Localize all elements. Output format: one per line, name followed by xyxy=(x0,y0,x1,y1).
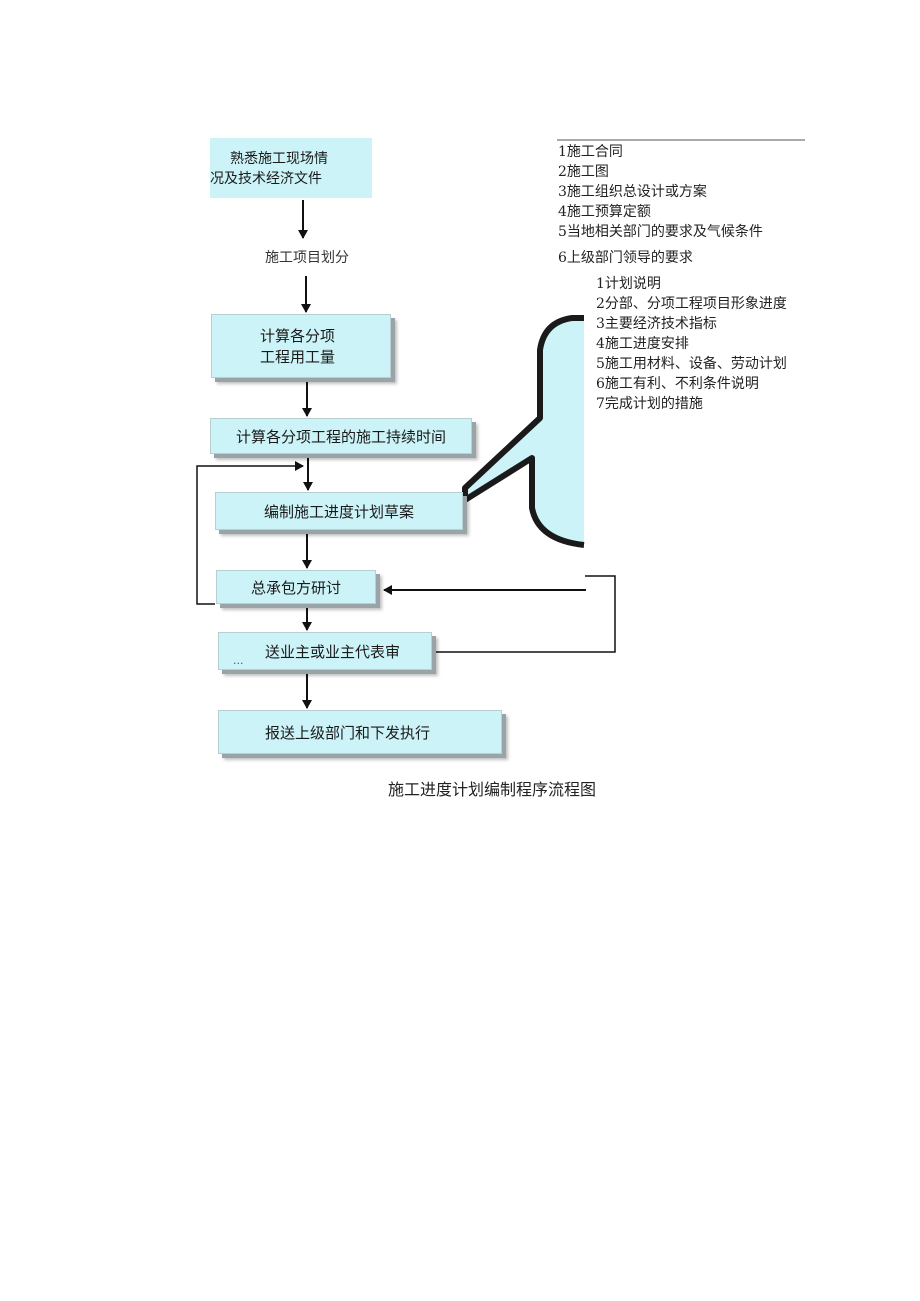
output-item: 2分部、分项工程项目形象进度 xyxy=(596,296,787,312)
step-owner-review: 送业主或业主代表审 ... xyxy=(218,632,432,670)
step-contractor-review: 总承包方研讨 xyxy=(216,570,376,604)
output-item: 6施工有利、不利条件说明 xyxy=(596,376,759,392)
callout-mask xyxy=(586,300,626,560)
feedback-loop-right xyxy=(436,575,616,653)
output-item: 3主要经济技术指标 xyxy=(596,316,717,332)
step-submit-execute: 报送上级部门和下发执行 xyxy=(218,710,502,754)
outputs-list: 1计划说明 2分部、分项工程项目形象进度 3主要经济技术指标 4施工进度安排 5… xyxy=(596,274,787,414)
step-draft-plan: 编制施工进度计划草案 xyxy=(215,492,463,530)
step-submit-execute-label: 报送上级部门和下发执行 xyxy=(265,723,431,742)
step-draft-plan-label: 编制施工进度计划草案 xyxy=(263,502,414,521)
step-contractor-review-label: 总承包方研讨 xyxy=(250,578,341,597)
step-labor-calc: 计算各分项 工程用工量 xyxy=(211,314,391,378)
step-familiarize-line1: 熟悉施工现场情 xyxy=(230,151,328,167)
output-item: 1计划说明 xyxy=(596,276,661,292)
step-duration-calc-label: 计算各分项工程的施工持续时间 xyxy=(235,427,446,446)
input-item: 4施工预算定额 xyxy=(558,204,651,220)
input-item: 3施工组织总设计或方案 xyxy=(558,184,707,200)
callout-shape xyxy=(462,315,585,548)
step-familiarize: 熟悉施工现场情 况及技术经济文件 xyxy=(210,138,372,198)
step-familiarize-line2: 况及技术经济文件 xyxy=(210,171,322,187)
step-divide-items-label: 施工项目划分 xyxy=(265,250,349,266)
step-owner-review-label: 送业主或业主代表审 xyxy=(265,642,401,661)
input-item: 2施工图 xyxy=(558,164,609,180)
input-item: 1施工合同 xyxy=(558,144,623,160)
input-item: 5当地相关部门的要求及气候条件 xyxy=(558,224,763,240)
step-labor-calc-line2: 工程用工量 xyxy=(260,348,336,366)
input-item: 6上级部门领导的要求 xyxy=(558,250,693,266)
output-item: 4施工进度安排 xyxy=(596,336,689,352)
step-divide-items: 施工项目划分 xyxy=(210,240,404,274)
output-item: 7完成计划的措施 xyxy=(596,396,703,412)
inputs-list: 1施工合同 2施工图 3施工组织总设计或方案 4施工预算定额 5当地相关部门的要… xyxy=(558,142,763,268)
feedback-loop-left xyxy=(196,461,304,605)
step-labor-calc-line1: 计算各分项 xyxy=(260,327,336,345)
step-owner-review-ellipsis: ... xyxy=(233,654,244,667)
output-item: 5施工用材料、设备、劳动计划 xyxy=(596,356,787,372)
diagram-caption: 施工进度计划编制程序流程图 xyxy=(388,780,597,799)
step-duration-calc: 计算各分项工程的施工持续时间 xyxy=(210,418,472,454)
